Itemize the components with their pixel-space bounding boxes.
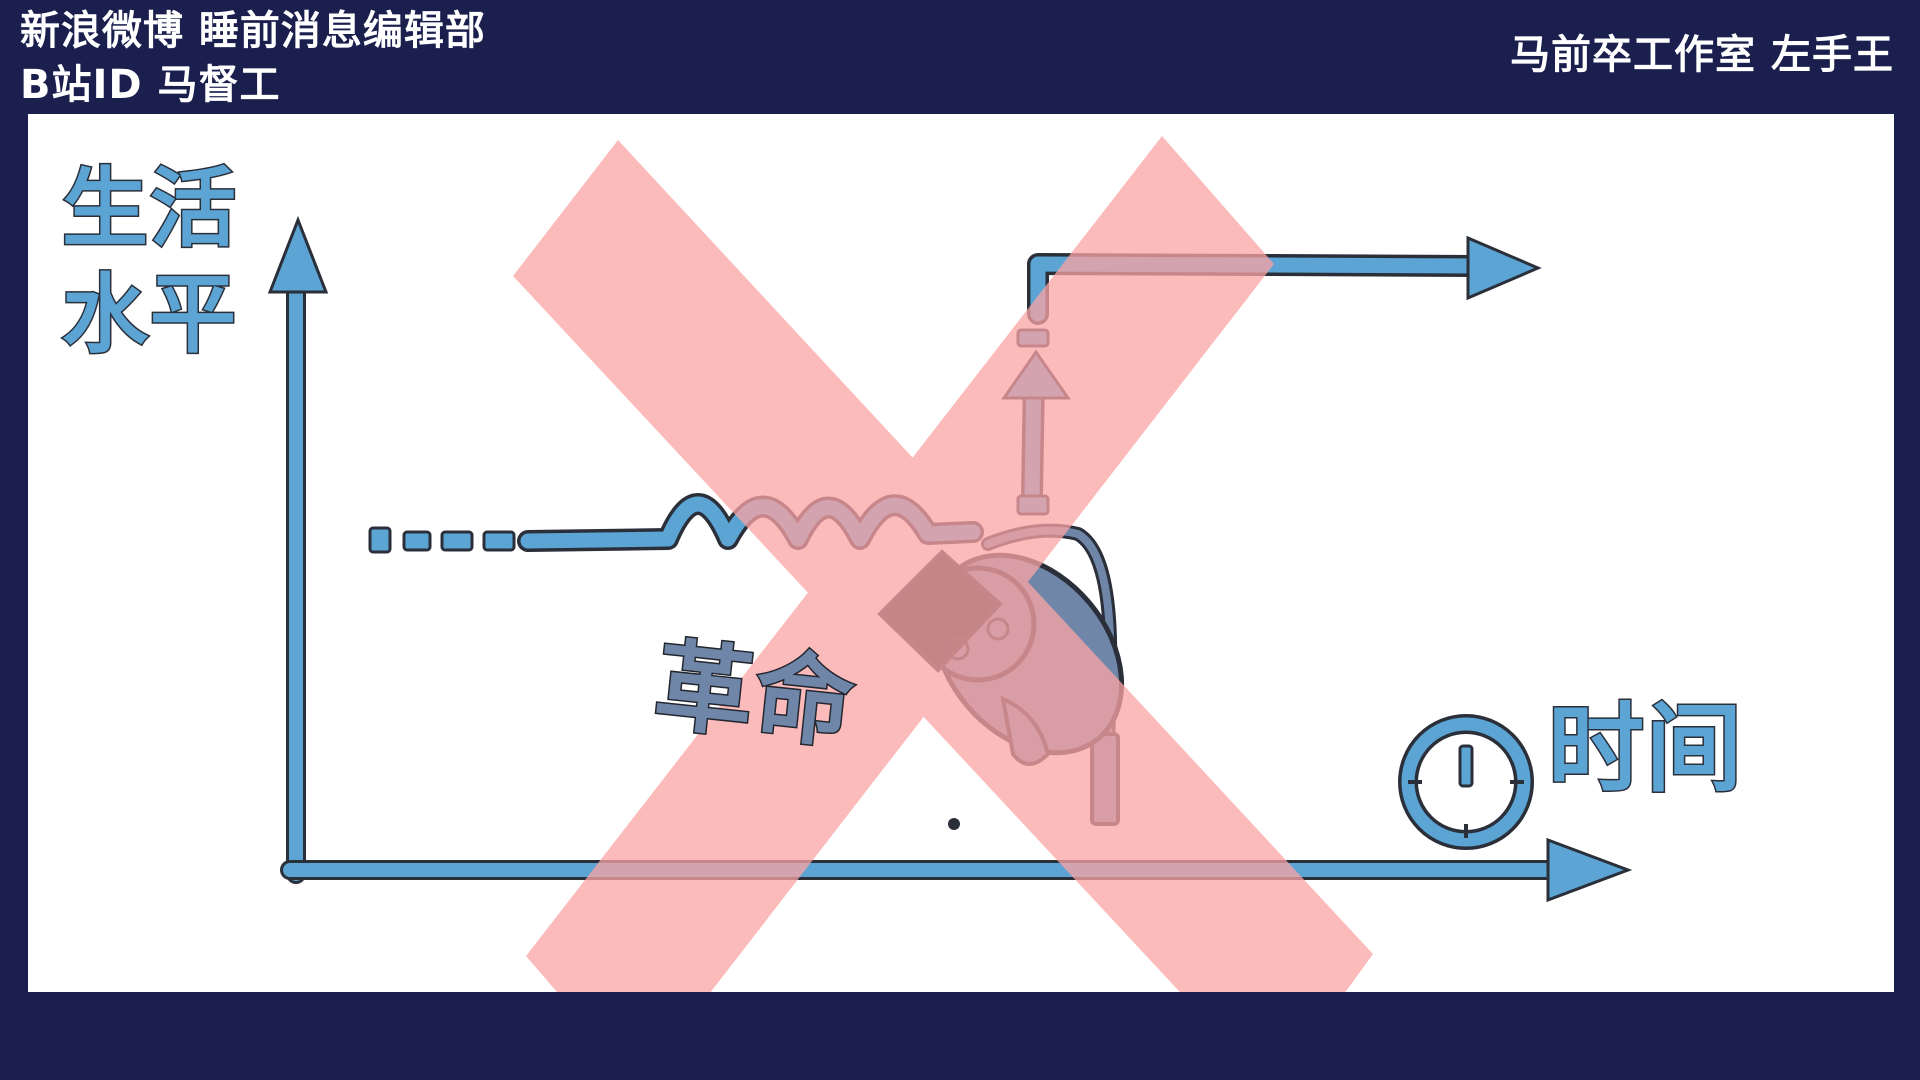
revolution-label: 革命 [648, 627, 862, 764]
x-axis-label: 时间 [1547, 693, 1744, 806]
red-cross-overlay [513, 136, 1373, 992]
watermark-top-left: 新浪微博 睡前消息编辑部 B站ID 马督工 [20, 4, 486, 112]
y-axis [267, 215, 329, 884]
weibo-credit: 新浪微博 睡前消息编辑部 [20, 8, 486, 54]
diagram-canvas [267, 136, 1633, 992]
x-axis [280, 837, 1633, 903]
bilibili-credit: B站ID 马督工 [20, 62, 281, 108]
clock-icon [1398, 714, 1534, 850]
y-axis-label: 生活水平 [61, 158, 238, 367]
trend-dashes [368, 526, 516, 554]
x-axis-arrowhead [1546, 837, 1633, 903]
y-axis-arrowhead [267, 215, 329, 294]
diagram-panel: 生活水平 时间 革命 [28, 114, 1894, 992]
watermark-top-right: 马前卒工作室 左手王 [1510, 32, 1894, 78]
